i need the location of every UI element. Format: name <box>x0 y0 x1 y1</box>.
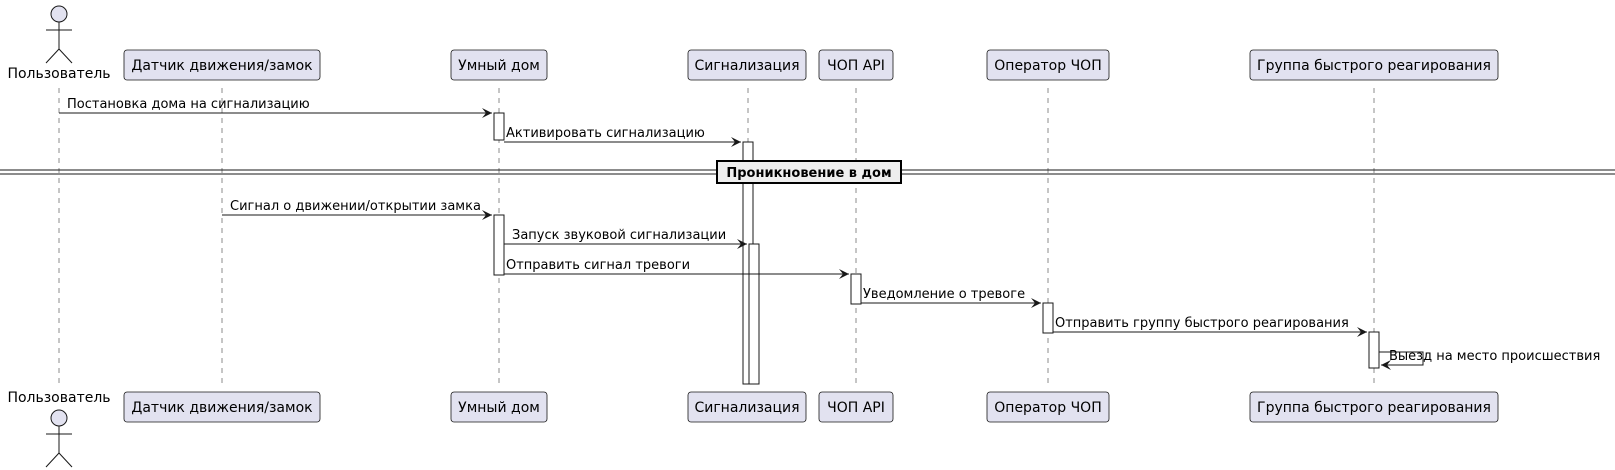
participant-box-top: Группа быстрого реагирования <box>1249 49 1499 81</box>
participant-box-top: Датчик движения/замок <box>123 49 321 81</box>
divider-box <box>716 160 902 184</box>
participant-label: Умный дом <box>458 400 540 416</box>
actor-leg <box>58 452 73 468</box>
participant-label: Датчик движения/замок <box>131 58 312 74</box>
actor-user-top: Пользователь <box>7 5 111 82</box>
participant-label: Пользователь <box>7 66 110 82</box>
actor-user-bottom: Пользователь <box>7 390 111 468</box>
participant-box-bottom: ЧОП API <box>818 391 894 423</box>
participant-label: ЧОП API <box>827 400 885 416</box>
activation-bar <box>493 214 505 276</box>
participant-label: Сигнализация <box>694 58 799 74</box>
participant-box-bottom: Датчик движения/замок <box>123 391 321 423</box>
message-label: Уведомление о тревоге <box>863 287 1025 302</box>
participant-label: ЧОП API <box>827 58 885 74</box>
participant-label: Датчик движения/замок <box>131 400 312 416</box>
actor-head <box>50 5 68 23</box>
message-label: Запуск звуковой сигнализации <box>512 228 726 243</box>
participant-label: Сигнализация <box>694 400 799 416</box>
participant-box-top: ЧОП API <box>818 49 894 81</box>
self-message-arrow <box>1379 351 1424 370</box>
participant-box-bottom: Умный дом <box>450 391 548 423</box>
actor-leg <box>58 48 73 64</box>
actor-leg <box>45 48 60 64</box>
activation-bars <box>493 112 1380 385</box>
participant-box-top: Сигнализация <box>687 49 807 81</box>
message-label: Выезд на место происшествия <box>1389 349 1600 364</box>
divider: Проникновение в дом <box>0 160 1615 184</box>
message-label: Активировать сигнализацию <box>506 126 705 141</box>
participant-box-top: Оператор ЧОП <box>986 49 1110 81</box>
activation-bar <box>748 243 760 385</box>
participant-box-bottom: Сигнализация <box>687 391 807 423</box>
participant-box-bottom: Группа быстрого реагирования <box>1249 391 1499 423</box>
activation-bar <box>493 112 505 141</box>
participant-box-bottom: Оператор ЧОП <box>986 391 1110 423</box>
divider-label: Проникновение в дом <box>726 166 891 181</box>
participant-label: Оператор ЧОП <box>994 400 1101 416</box>
activation-bar <box>1042 302 1054 334</box>
activation-bar <box>850 273 862 305</box>
participants-bottom: Пользователь Датчик движения/замок Умный… <box>7 390 1499 468</box>
messages: Постановка дома на сигнализацию Активиро… <box>59 97 1600 370</box>
message-label: Сигнал о движении/открытии замка <box>230 199 481 214</box>
actor-leg <box>45 452 60 468</box>
message-label: Отправить сигнал тревоги <box>506 258 690 273</box>
activation-bar <box>1368 331 1380 369</box>
participant-box-top: Умный дом <box>450 49 548 81</box>
participant-label: Группа быстрого реагирования <box>1257 400 1491 416</box>
actor-head <box>50 409 68 427</box>
participant-label: Группа быстрого реагирования <box>1257 58 1491 74</box>
participants-top: Пользователь Датчик движения/замок Умный… <box>7 5 1499 82</box>
participant-label: Умный дом <box>458 58 540 74</box>
participant-label: Оператор ЧОП <box>994 58 1101 74</box>
participant-label: Пользователь <box>7 390 110 406</box>
message-label: Отправить группу быстрого реагирования <box>1055 316 1349 331</box>
message-label: Постановка дома на сигнализацию <box>67 97 310 112</box>
